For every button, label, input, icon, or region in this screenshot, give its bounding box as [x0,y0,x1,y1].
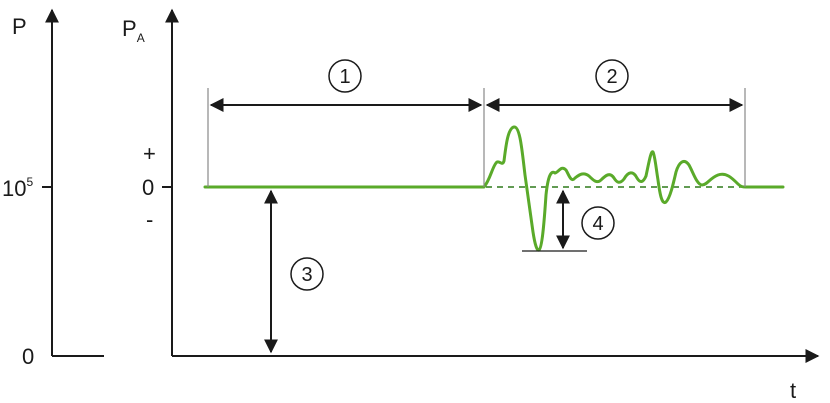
pressure-signal [203,125,785,252]
svg-text:3: 3 [301,264,312,286]
zero-label-right: 0 [142,175,154,200]
minus-label: - [146,207,153,232]
plus-label: + [143,141,156,166]
marker-2: 2 [595,59,629,93]
svg-text:2: 2 [606,66,617,88]
marker-4: 4 [581,206,615,240]
p-axis-label: P [12,14,27,39]
marker-3: 3 [290,257,324,291]
svg-text:1: 1 [339,66,350,88]
marker-1: 1 [328,59,362,93]
tick-label-1e5: 105 [2,175,33,201]
tick-label-zero-left: 0 [22,344,34,369]
pa-axis-label: PA [122,16,145,45]
time-axis-label: t [790,378,796,403]
svg-text:4: 4 [592,213,603,235]
